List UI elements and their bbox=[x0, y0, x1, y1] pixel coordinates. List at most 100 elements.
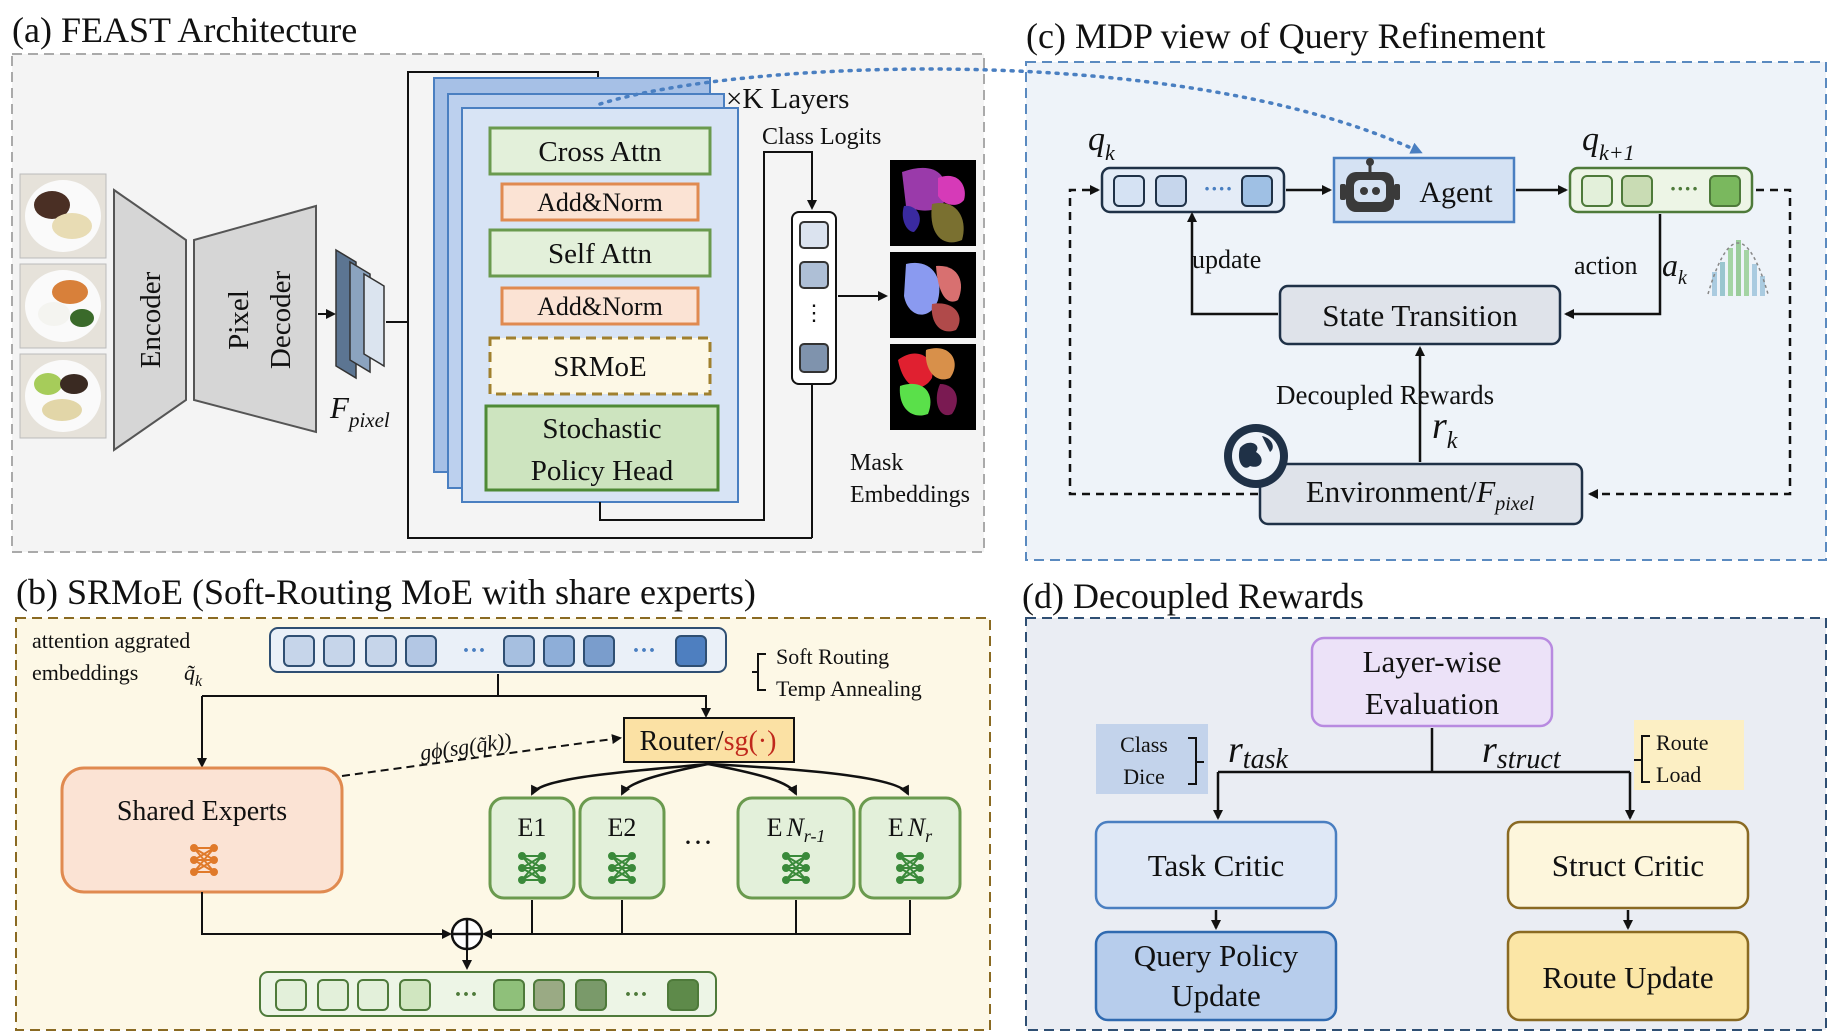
stochastic-policy-head-block bbox=[484, 404, 720, 492]
shared-to-sum-arrow bbox=[201, 892, 452, 939]
decoupled-rewards-label: Decoupled Rewards bbox=[1276, 380, 1494, 410]
q-k1-label: qk+1 bbox=[1582, 121, 1635, 165]
k-layers-label: ×K Layers bbox=[726, 83, 849, 115]
shared-experts-block bbox=[60, 766, 344, 894]
policy-head-to-agent-link bbox=[598, 67, 1423, 154]
experts-to-sum-arrow bbox=[482, 900, 911, 939]
input-to-router-arrow bbox=[202, 695, 711, 718]
add-norm-label-2: Add&Norm bbox=[537, 292, 663, 321]
class-dice-label-1: Class bbox=[1120, 732, 1168, 757]
encoder-block bbox=[113, 188, 187, 452]
action-distribution-icon bbox=[1707, 240, 1769, 296]
input-row-dots-1: ··· bbox=[462, 638, 486, 664]
route-load-label-2: Load bbox=[1656, 762, 1701, 787]
class-logits-label: Class Logits bbox=[762, 124, 881, 150]
qk1-dots: ···· bbox=[1669, 176, 1698, 201]
q-k-label: qk bbox=[1088, 121, 1116, 165]
add-norm-label-1: Add&Norm bbox=[537, 188, 663, 217]
action-arrow bbox=[1564, 214, 1662, 319]
environment-label: Environment/Fpixel bbox=[1306, 474, 1535, 515]
policy-head-label-1: Stochastic bbox=[542, 413, 661, 445]
add-norm-block-1 bbox=[500, 182, 700, 222]
srmoe-label: SRMoE bbox=[553, 351, 646, 383]
panel-d: (d) Decoupled Rewards Layer-wise Evaluat… bbox=[1022, 576, 1827, 1031]
input-food-images bbox=[19, 173, 107, 439]
action-label: action bbox=[1574, 251, 1638, 280]
r-task-label: rtask bbox=[1228, 729, 1288, 775]
query-policy-label-1: Query Policy bbox=[1134, 938, 1299, 973]
layer-wise-evaluation-block bbox=[1310, 636, 1554, 728]
route-update-label: Route Update bbox=[1542, 960, 1713, 995]
route-load-brace bbox=[1634, 735, 1650, 783]
class-dice-tag bbox=[1096, 724, 1208, 794]
query-state-qk1 bbox=[1568, 166, 1754, 214]
panel-a-title: (a) FEAST Architecture bbox=[12, 10, 357, 50]
struct-critic-label: Struct Critic bbox=[1552, 848, 1704, 883]
route-update-block bbox=[1506, 930, 1750, 1022]
panel-c: (c) MDP view of Query Refinement qk ····… bbox=[598, 16, 1827, 561]
struct-critic-block bbox=[1506, 820, 1750, 910]
qk-dots: ···· bbox=[1203, 176, 1232, 201]
class-dice-label-2: Dice bbox=[1123, 764, 1165, 789]
task-critic-label: Task Critic bbox=[1148, 848, 1284, 883]
layer-wise-label-1: Layer-wise bbox=[1363, 644, 1502, 679]
attn-embeddings-label-2: embeddings bbox=[32, 660, 138, 685]
router-to-e2-arrow bbox=[620, 762, 709, 796]
soft-routing-brace bbox=[752, 653, 766, 691]
mask-embeddings-label-2: Embeddings bbox=[850, 482, 970, 508]
route-load-tag bbox=[1634, 720, 1744, 790]
f-pixel-label: Fpixel bbox=[329, 390, 390, 432]
query-vector-column bbox=[791, 211, 837, 385]
srmoe-block bbox=[488, 336, 712, 396]
class-dice-brace bbox=[1188, 737, 1204, 785]
a-k-label: ak bbox=[1662, 247, 1688, 289]
state-transition-label: State Transition bbox=[1322, 298, 1518, 333]
panel-b: (b) SRMoE (Soft-Routing MoE with share e… bbox=[15, 572, 991, 1031]
update-label: update bbox=[1192, 245, 1261, 274]
robot-icon bbox=[1340, 158, 1400, 212]
expert-e2 bbox=[578, 796, 666, 900]
mask-embeddings-label-1: Mask bbox=[850, 450, 903, 476]
output-row-dots-1: ··· bbox=[454, 982, 478, 1008]
router-block bbox=[623, 717, 795, 763]
r-struct-label: rstruct bbox=[1482, 729, 1562, 775]
self-attn-block bbox=[488, 228, 712, 278]
policy-head-label-2: Policy Head bbox=[531, 455, 674, 487]
expert-enr1 bbox=[736, 796, 856, 900]
cross-attn-block bbox=[488, 126, 712, 176]
state-transition-block bbox=[1278, 284, 1562, 346]
q-tilde-label: q̃k bbox=[184, 660, 203, 690]
panel-a: (a) FEAST Architecture Encoder Pixel Dec… bbox=[11, 10, 985, 553]
expert-e1 bbox=[488, 796, 576, 900]
class-logits-arrow bbox=[599, 151, 817, 521]
expert-enr bbox=[858, 796, 962, 900]
shared-experts-label: Shared Experts bbox=[117, 796, 287, 827]
soft-routing-label: Soft Routing bbox=[776, 644, 889, 669]
expert-e1-label: E1 bbox=[518, 813, 547, 842]
cross-attn-label: Cross Attn bbox=[538, 136, 662, 168]
router-to-e1-arrow bbox=[530, 762, 709, 796]
qk1-to-environment-dashed-arrow bbox=[1588, 188, 1792, 499]
pixel-decoder-block bbox=[193, 204, 317, 434]
pixel-decoder-label-2: Decoder bbox=[265, 271, 297, 370]
shared-to-router-dashed-arrow bbox=[341, 734, 622, 777]
router-to-enr-arrow bbox=[707, 762, 910, 796]
encoder-label: Encoder bbox=[135, 271, 167, 368]
experts-ellipsis: ··· bbox=[683, 826, 713, 859]
router-to-enr1-arrow bbox=[707, 762, 798, 796]
environment-to-qk-dashed-arrow bbox=[1068, 185, 1258, 496]
environment-block bbox=[1258, 462, 1584, 526]
environment-globe-icon bbox=[1224, 424, 1288, 488]
add-norm-block-2 bbox=[500, 286, 700, 326]
attn-embeddings-label-1: attention aggrated bbox=[32, 628, 190, 653]
query-policy-label-2: Update bbox=[1171, 978, 1261, 1013]
task-critic-block bbox=[1094, 820, 1338, 910]
temp-annealing-label: Temp Annealing bbox=[776, 676, 922, 701]
fpixel-bottom-line bbox=[386, 321, 812, 539]
self-attn-label: Self Attn bbox=[548, 238, 652, 270]
f-pixel-feature-maps bbox=[335, 248, 385, 380]
query-policy-update-block bbox=[1094, 930, 1338, 1022]
